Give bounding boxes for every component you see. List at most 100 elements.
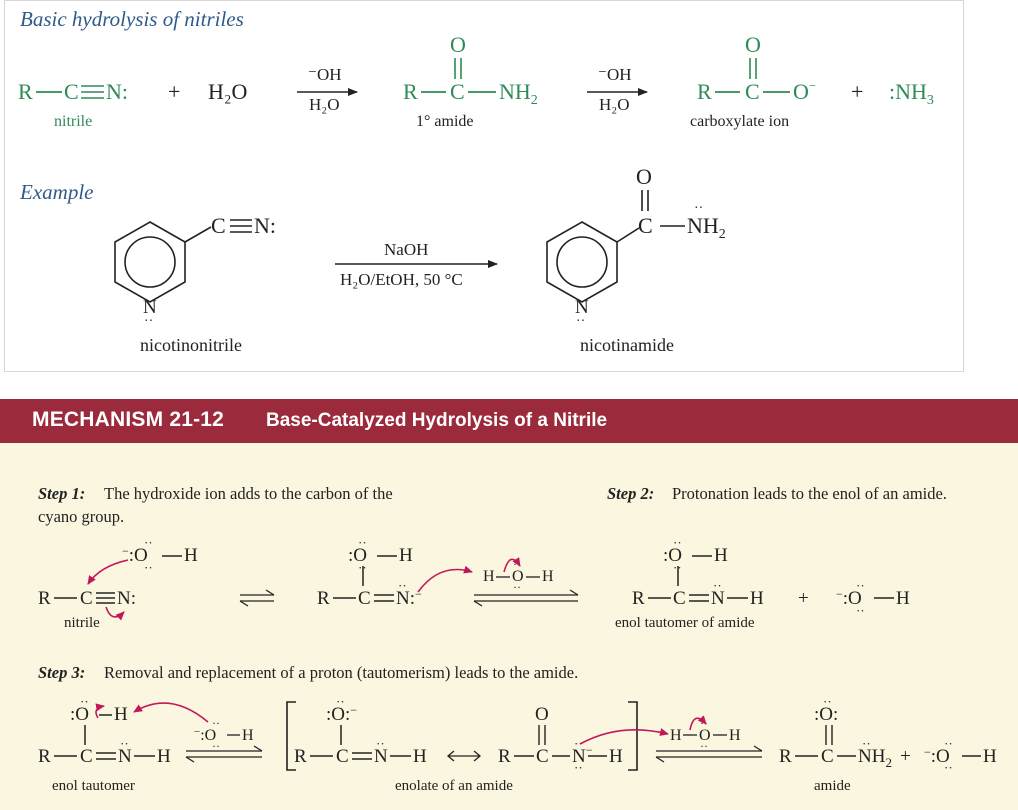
svg-text:R: R <box>697 79 712 104</box>
svg-text:··: ·· <box>673 535 682 550</box>
curved-arrow-6 <box>133 702 209 723</box>
svg-text:H: H <box>609 746 623 767</box>
svg-text:R: R <box>294 746 307 767</box>
reagent-top-1: ⁻OH <box>308 65 342 84</box>
plus-sign-2: + <box>851 79 863 104</box>
cyano-group: C <box>211 213 226 238</box>
svg-text:··: ·· <box>944 760 953 775</box>
svg-text:−:O: −:O <box>836 587 862 609</box>
nicotinamide-structure <box>546 190 685 303</box>
svg-text:C: C <box>336 746 349 767</box>
step1-text-a: The hydroxide ion adds to the carbon of … <box>104 484 393 503</box>
svg-text:C: C <box>64 79 79 104</box>
svg-text:··: ·· <box>713 578 722 593</box>
carboxylate-label: carboxylate ion <box>690 113 789 130</box>
amide-label: 1° amide <box>416 113 474 130</box>
amide-carbon: C <box>638 213 653 238</box>
pyridine-n-1: N <box>143 297 157 318</box>
svg-text:C: C <box>80 746 93 767</box>
left-bracket <box>286 701 296 771</box>
svg-text:··: ·· <box>376 736 385 751</box>
curved-arrow-2 <box>105 606 125 621</box>
step3-label: Step 3: <box>38 663 85 682</box>
mechanism-header: MECHANISM 21-12 Base-Catalyzed Hydrolysi… <box>0 399 1018 443</box>
svg-text::O:: :O: <box>814 704 838 725</box>
nitrile-formula: R C N: <box>18 79 128 104</box>
svg-text:O: O <box>450 32 466 57</box>
svg-text:N:: N: <box>117 588 136 609</box>
svg-text:··: ·· <box>144 560 153 575</box>
svg-text:··: ·· <box>862 736 871 751</box>
svg-text:C: C <box>821 746 834 767</box>
amide-product: :O: ·· R C NH2 ·· + −:O ·· ·· H <box>779 694 997 775</box>
pyridine-n-2: N <box>575 297 589 318</box>
curved-arrow-1 <box>87 559 129 585</box>
nitrile-label: nitrile <box>54 113 92 130</box>
svg-text::O: :O <box>663 545 682 566</box>
enolate-label: enolate of an amide <box>395 778 513 794</box>
hydroxide-1: −:O ·· ·· H <box>122 535 198 575</box>
equilibrium-arrow-1 <box>239 589 275 607</box>
step2-label: Step 2: <box>607 484 654 503</box>
svg-text:N:: N: <box>106 79 128 104</box>
svg-text:NH2: NH2 <box>499 79 538 108</box>
svg-text:N: N <box>118 746 132 767</box>
svg-text:O−: O− <box>793 78 816 104</box>
example-reagent-top: NaOH <box>384 240 428 259</box>
amide-nh2: NH2 <box>687 213 726 242</box>
svg-text:−:O: −:O <box>122 544 148 566</box>
svg-text:−:O: −:O <box>924 745 950 767</box>
svg-text:C: C <box>80 588 93 609</box>
svg-text:−:O: −:O <box>194 726 216 744</box>
lone-pair-nh2: ·· <box>694 201 703 216</box>
svg-text:··: ·· <box>574 736 583 751</box>
cyano-n: N: <box>254 213 276 238</box>
reaction-panel <box>4 0 964 372</box>
nicotinamide-label: nicotinamide <box>580 335 674 355</box>
right-bracket <box>628 701 638 771</box>
enolate-resonance-1: :O:− ·· R C N ·· H <box>294 694 427 767</box>
svg-text:C: C <box>358 588 371 609</box>
mechanism-code: MECHANISM 21-12 <box>32 408 225 431</box>
resonance-arrow <box>446 750 482 762</box>
svg-text:H: H <box>157 746 171 767</box>
svg-text:O: O <box>745 32 761 57</box>
svg-text:C: C <box>450 79 465 104</box>
curved-arrow-5 <box>95 703 105 719</box>
svg-text:H: H <box>896 588 910 609</box>
svg-text:··: ·· <box>700 716 708 730</box>
example-title: Example <box>19 180 93 204</box>
svg-text:N: N <box>374 746 388 767</box>
nitrile-mech: R C N: <box>38 588 136 609</box>
svg-text:H: H <box>184 545 198 566</box>
curved-arrow-3 <box>417 565 473 593</box>
water: H₂O <box>208 79 247 104</box>
nicotinonitrile-structure <box>114 221 212 303</box>
svg-text:C: C <box>536 746 549 767</box>
svg-text:··: ·· <box>700 739 708 753</box>
svg-text:R: R <box>38 588 51 609</box>
svg-text:··: ·· <box>336 694 345 709</box>
amide-final-label: amide <box>814 778 851 794</box>
svg-text:··: ·· <box>144 535 153 550</box>
svg-text:··: ·· <box>823 694 832 709</box>
svg-text:H: H <box>542 568 554 585</box>
svg-text:R: R <box>317 588 330 609</box>
reagent-bottom-2: H₂O <box>599 95 629 114</box>
svg-text::O: :O <box>70 704 89 725</box>
triple-bond <box>230 219 252 233</box>
equilibrium-arrow-2 <box>473 589 579 607</box>
mechanism-title: Base-Catalyzed Hydrolysis of a Nitrile <box>266 410 608 431</box>
svg-text:H: H <box>670 727 682 744</box>
section-title: Basic hydrolysis of nitriles <box>20 7 244 31</box>
svg-text:··: ·· <box>944 736 953 751</box>
svg-text:··: ·· <box>856 578 865 593</box>
enol-tautomer-1: :O ·· ·· H R C N ·· H + −:O ·· ·· H <box>632 535 910 618</box>
curved-arrow-4 <box>503 557 521 573</box>
svg-text:H: H <box>714 545 728 566</box>
amide-oxygen: O <box>636 164 652 189</box>
svg-text:O: O <box>535 704 549 725</box>
svg-text:··: ·· <box>574 760 583 775</box>
mechanism-body <box>0 443 1018 810</box>
